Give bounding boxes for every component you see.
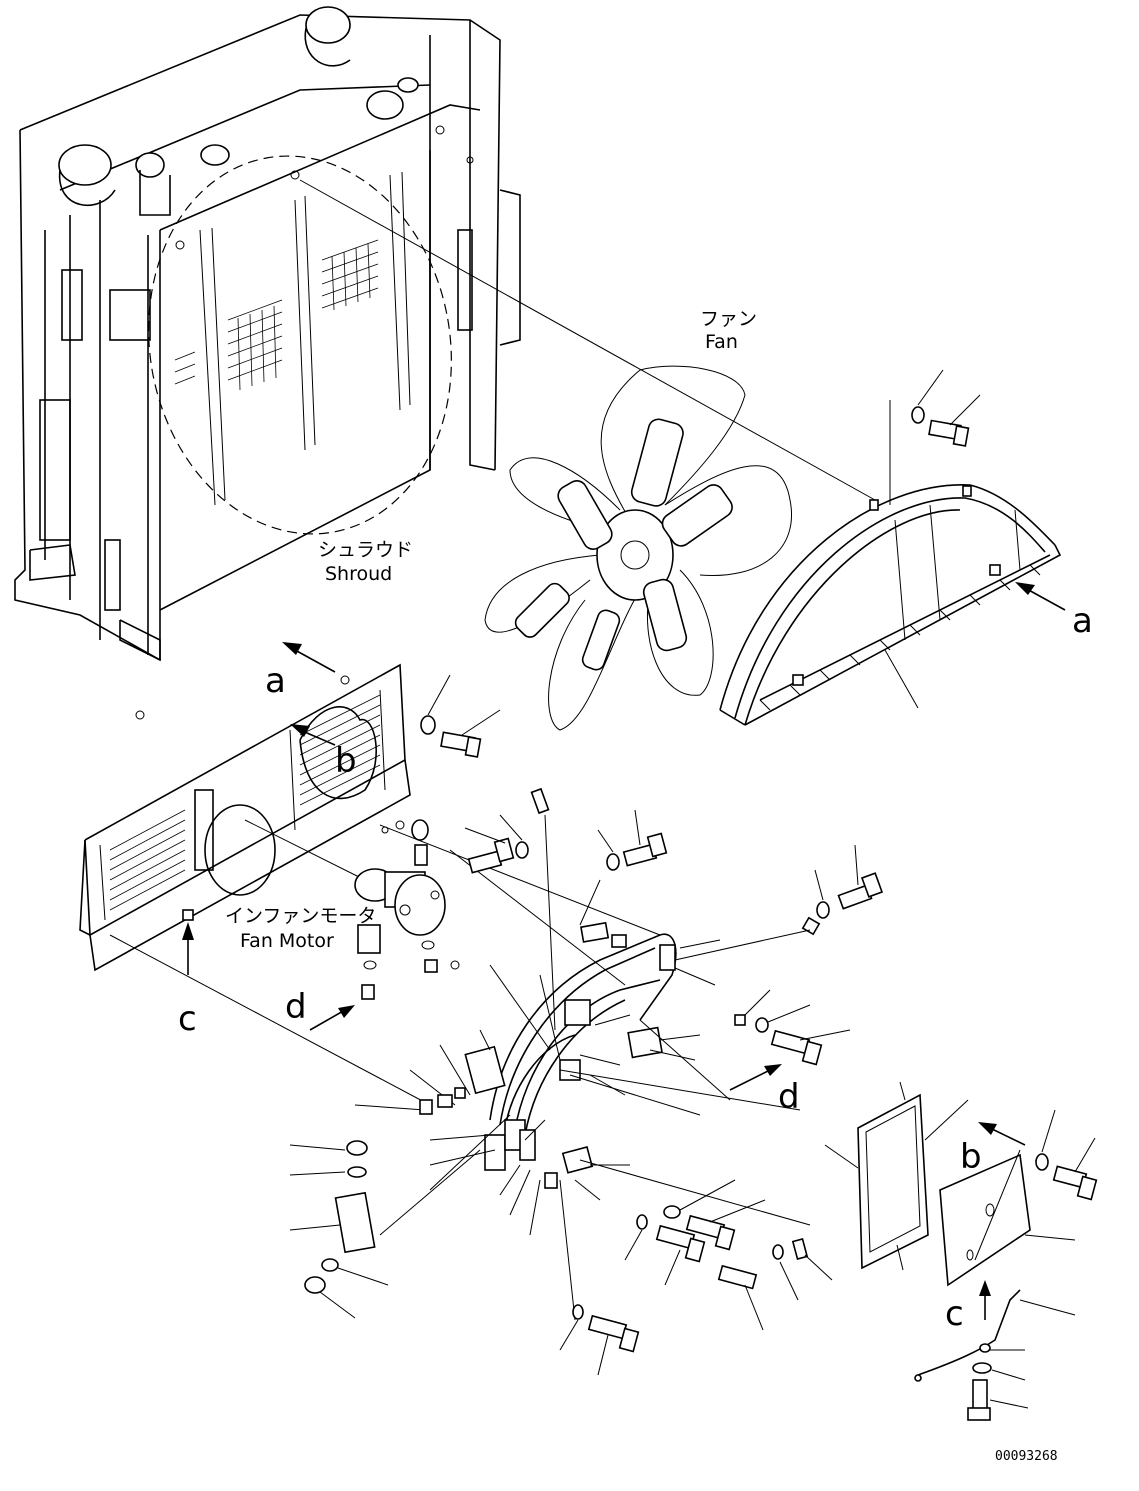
oil-cooler-bolt xyxy=(420,674,501,758)
motor-label-en: Fan Motor xyxy=(240,930,334,952)
view-label-c-left: c xyxy=(178,999,197,1039)
shroud-label-en: Shroud xyxy=(325,563,392,585)
fan-label-jp: ファン xyxy=(700,308,757,330)
view-label-b-left: b xyxy=(335,741,357,781)
hydraulic-piping xyxy=(354,787,821,1321)
shroud-label-jp: シュラウド xyxy=(318,539,413,561)
view-arrow-a-right: a xyxy=(1015,582,1093,641)
motor-label-jp: インファンモータ xyxy=(225,905,376,927)
view-label-a-right: a xyxy=(1072,601,1093,641)
radiator-frame xyxy=(14,6,521,662)
view-label-d-left: d xyxy=(285,987,307,1027)
view-label-b-right: b xyxy=(960,1137,982,1177)
oil-cooler-panel xyxy=(79,663,431,1106)
fan-motor: インファンモータ Fan Motor xyxy=(225,819,661,1000)
view-label-c-right: c xyxy=(945,1294,964,1334)
view-arrow-c-right: c xyxy=(945,1280,991,1334)
cover-panel xyxy=(824,1081,1098,1421)
drawing-number: 00093268 xyxy=(995,1449,1058,1464)
fan-guard xyxy=(299,179,1062,726)
view-label-a-left: a xyxy=(265,661,286,701)
view-arrow-a-left: a xyxy=(265,642,336,701)
view-label-d-right: d xyxy=(778,1077,800,1117)
fan: ファン Fan xyxy=(484,308,792,731)
view-arrow-b-right: b xyxy=(960,1122,1026,1177)
view-arrow-b-left: b xyxy=(290,724,357,781)
fan-label-en: Fan xyxy=(705,331,738,353)
view-arrow-c-left: c xyxy=(178,922,197,1039)
view-arrow-d-left: d xyxy=(285,987,355,1031)
hardware xyxy=(289,809,884,1376)
view-arrow-d-right: d xyxy=(729,1064,800,1117)
